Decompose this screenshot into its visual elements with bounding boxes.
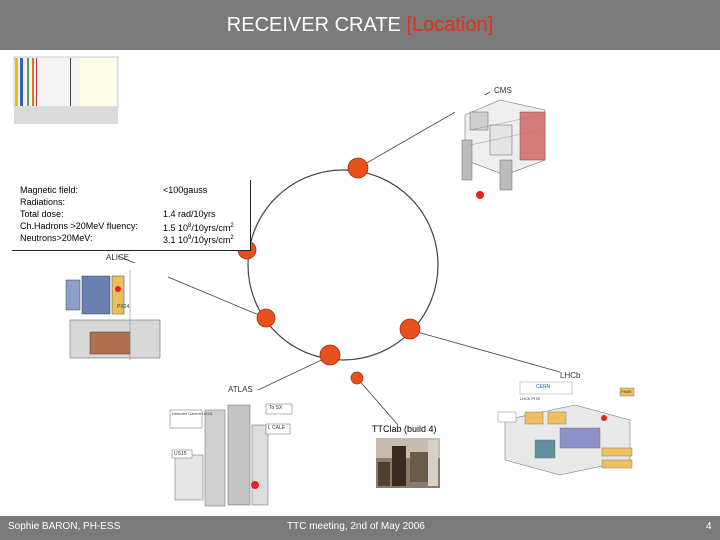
node-atlas[interactable] <box>319 344 341 366</box>
node-lhcb[interactable] <box>399 318 421 340</box>
title-bar <box>0 0 720 50</box>
lhcb-pit-label: LHCb PIT8 <box>520 396 540 401</box>
thumbnail-image <box>13 56 119 124</box>
info-label-total-dose: Total dose: <box>20 209 64 219</box>
cms-receiver-marker <box>476 191 484 199</box>
atlas-l-label: L CALE <box>268 425 286 431</box>
atlas-cavern-label: Detector Cavern UX15 <box>172 411 213 416</box>
title-location: [Location] <box>406 14 494 36</box>
atlas-diagram <box>165 398 295 510</box>
info-label-radiations: Radiations: <box>20 197 66 207</box>
info-label-magnetic: Magnetic field: <box>20 185 79 195</box>
label-atlas: ATLAS <box>228 385 253 394</box>
link-ttclab <box>356 377 399 426</box>
info-label-hadrons: Ch.Hadrons >20MeV fluency: <box>20 221 138 231</box>
atlas-tosx-label: To SX <box>269 405 283 411</box>
label-lhcb: LHCb <box>560 371 581 380</box>
lhcb-diagram <box>497 381 638 482</box>
link-lhcb <box>409 329 561 373</box>
atlas-us-label: US15 <box>174 451 187 457</box>
footer-author: Sophie BARON, PH-ESS <box>8 521 121 532</box>
info-value-hadrons: 1.5 108/10yrs/cm2 <box>163 223 234 233</box>
cms-diagram <box>455 95 550 199</box>
node-cms[interactable] <box>347 157 369 179</box>
lhcb-cern-label: CERN <box>536 384 551 390</box>
link-atlas <box>257 355 331 391</box>
info-value-neutrons: 3.1 109/10yrs/cm2 <box>163 235 234 245</box>
footer-event: TTC meeting, 2nd of May 2006 <box>287 521 425 532</box>
info-label-neutrons: Neutrons>20MeV: <box>20 233 93 243</box>
label-cms: CMS <box>494 86 512 95</box>
node-ttclab[interactable] <box>350 371 364 385</box>
alice-px-label: PX24 <box>117 304 130 310</box>
title-main: RECEIVER CRATE <box>226 14 401 36</box>
slide-title: RECEIVER CRATE [Location] <box>0 14 720 37</box>
atlas-receiver-marker <box>251 481 259 489</box>
lhcb-pm-label: PM85 <box>621 389 632 394</box>
node-alice[interactable] <box>256 308 276 328</box>
alice-receiver-marker <box>115 286 121 292</box>
label-alice: ALICE <box>106 253 130 262</box>
info-value-total-dose: 1.4 rad/10yrs <box>163 209 216 219</box>
lhc-ring <box>247 169 439 361</box>
conditions-panel <box>12 180 251 251</box>
label-ttclab: TTClab (build 4) <box>372 424 437 434</box>
info-value-magnetic: <100gauss <box>163 185 208 195</box>
alice-diagram <box>62 263 168 371</box>
page-number: 4 <box>706 521 712 532</box>
ttclab-photo <box>376 438 440 488</box>
lhcb-receiver-marker <box>601 415 607 421</box>
footer-bar <box>0 516 720 540</box>
